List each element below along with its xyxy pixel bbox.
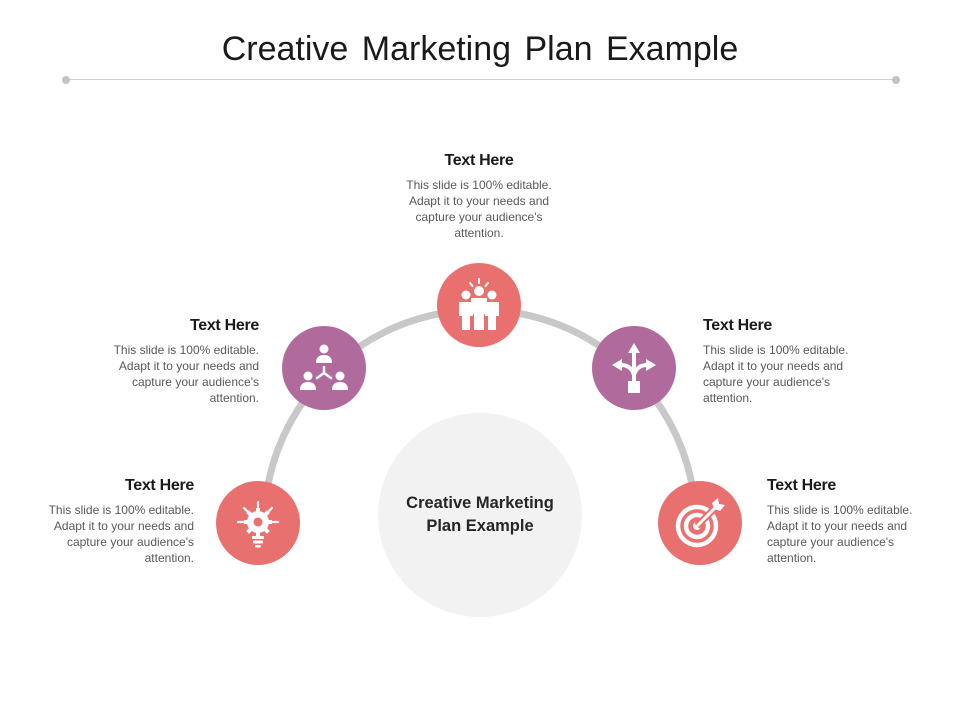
slide-title: Creative Marketing Plan Example [221, 30, 739, 68]
text-block-body: This slide is 100% editable. Adapt it to… [767, 503, 913, 565]
text-block-body: This slide is 100% editable. Adapt it to… [703, 343, 849, 405]
target-dart-icon [675, 498, 725, 548]
text-block-left: Text Here This slide is 100% editable. A… [109, 317, 260, 406]
text-block-heading: Text Here [124, 477, 194, 494]
text-block-heading: Text Here [703, 317, 773, 334]
text-block-bottom-right: Text Here This slide is 100% editable. A… [767, 477, 917, 566]
text-block-body: This slide is 100% editable. Adapt it to… [48, 503, 194, 565]
text-block-body: This slide is 100% editable. Adapt it to… [113, 343, 259, 405]
text-block-top: Text Here This slide is 100% editable. A… [404, 152, 554, 241]
text-block-body: This slide is 100% editable. Adapt it to… [406, 178, 552, 240]
center-hub: Creative Marketing Plan Example [378, 413, 582, 617]
idea-team-icon [459, 278, 499, 330]
text-block-bottom-left: Text Here This slide is 100% editable. A… [44, 477, 195, 566]
text-block-right: Text Here This slide is 100% editable. A… [703, 317, 853, 406]
node-idea-team [437, 263, 521, 347]
title-divider [66, 79, 896, 80]
node-team-network [282, 326, 366, 410]
text-block-heading: Text Here [767, 477, 837, 494]
team-network-icon [300, 344, 348, 390]
divider-dot-left [62, 76, 70, 84]
center-label: Creative Marketing Plan Example [406, 494, 554, 535]
node-target [658, 481, 742, 565]
node-direction [592, 326, 676, 410]
node-lightbulb [216, 481, 300, 565]
direction-arrows-icon [612, 343, 656, 393]
lightbulb-gear-icon [236, 500, 280, 548]
divider-dot-right [892, 76, 900, 84]
text-block-heading: Text Here [444, 152, 514, 169]
text-block-heading: Text Here [189, 317, 259, 334]
